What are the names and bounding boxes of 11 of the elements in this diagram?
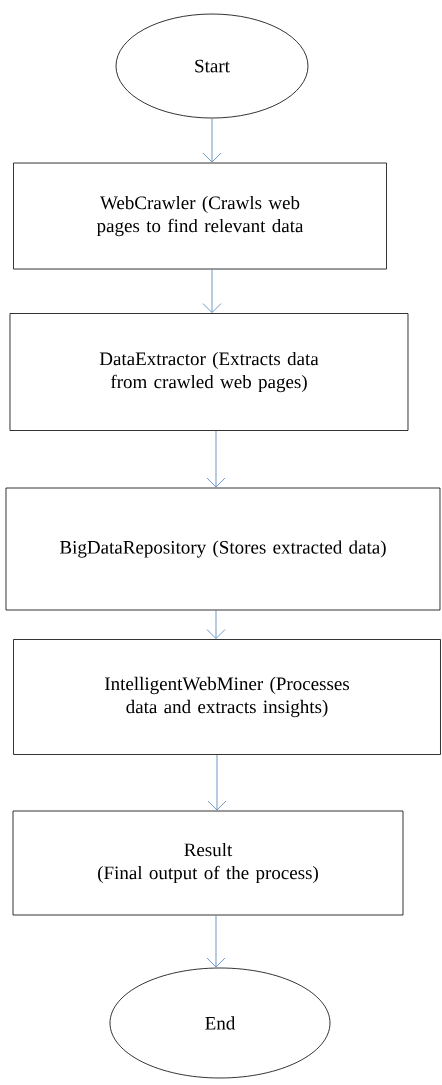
process-box: IntelligentWebMiner (Processes data and extracts insights) bbox=[13, 639, 441, 755]
arrow bbox=[202, 269, 222, 313]
process-box: Result (Final output of the process) bbox=[12, 810, 404, 916]
process-box: DataExtractor (Extracts data from crawled web pages) bbox=[9, 313, 409, 431]
arrow bbox=[206, 430, 226, 488]
process-box: WebCrawler (Crawls web pages to find relevant data bbox=[13, 162, 387, 270]
arrow bbox=[207, 754, 227, 811]
process-box: BigDataRepository (Stores extracted data) bbox=[5, 487, 441, 611]
arrow bbox=[206, 915, 226, 968]
arrow bbox=[202, 118, 222, 163]
arrow bbox=[206, 610, 226, 639]
